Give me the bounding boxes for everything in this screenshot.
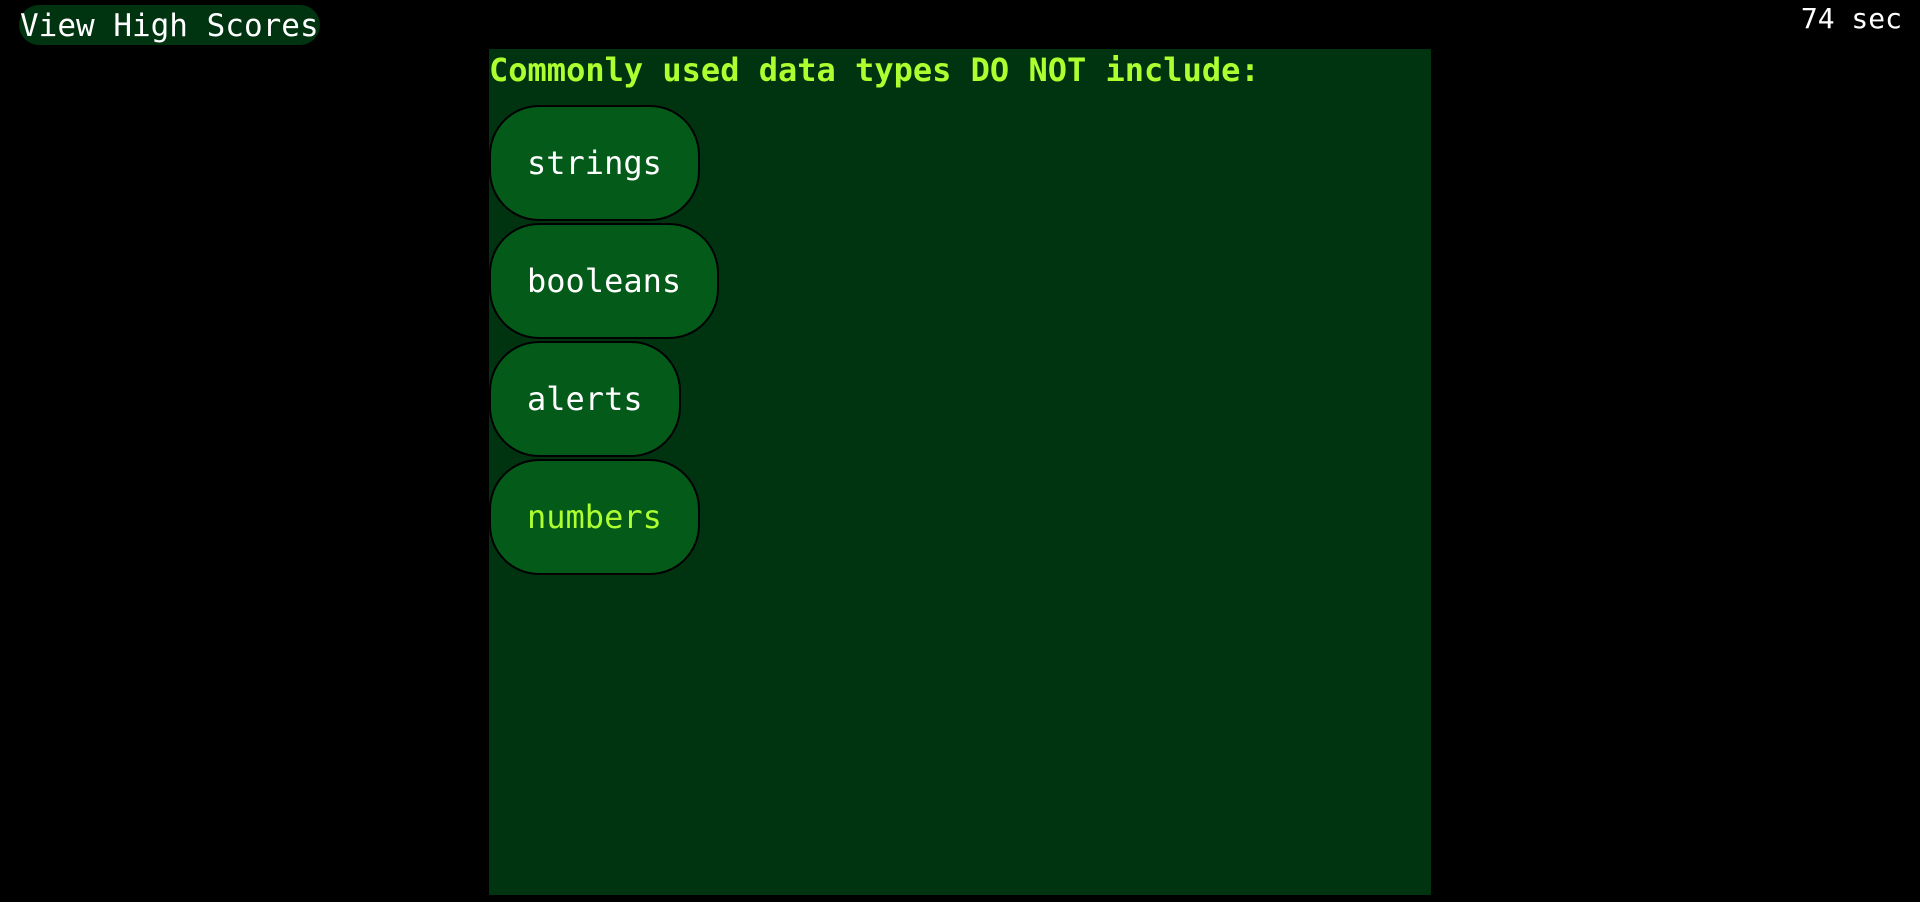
timer-display: 74 sec: [1800, 2, 1902, 35]
view-high-scores-button[interactable]: View High Scores: [19, 5, 320, 45]
answer-button-alerts[interactable]: alerts: [489, 341, 681, 457]
answer-list: strings booleans alerts numbers: [489, 105, 1431, 575]
quiz-panel: Commonly used data types DO NOT include:…: [489, 49, 1431, 895]
question-text: Commonly used data types DO NOT include:: [489, 51, 1260, 89]
answer-button-numbers[interactable]: numbers: [489, 459, 700, 575]
answer-button-strings[interactable]: strings: [489, 105, 700, 221]
answer-button-booleans[interactable]: booleans: [489, 223, 720, 339]
